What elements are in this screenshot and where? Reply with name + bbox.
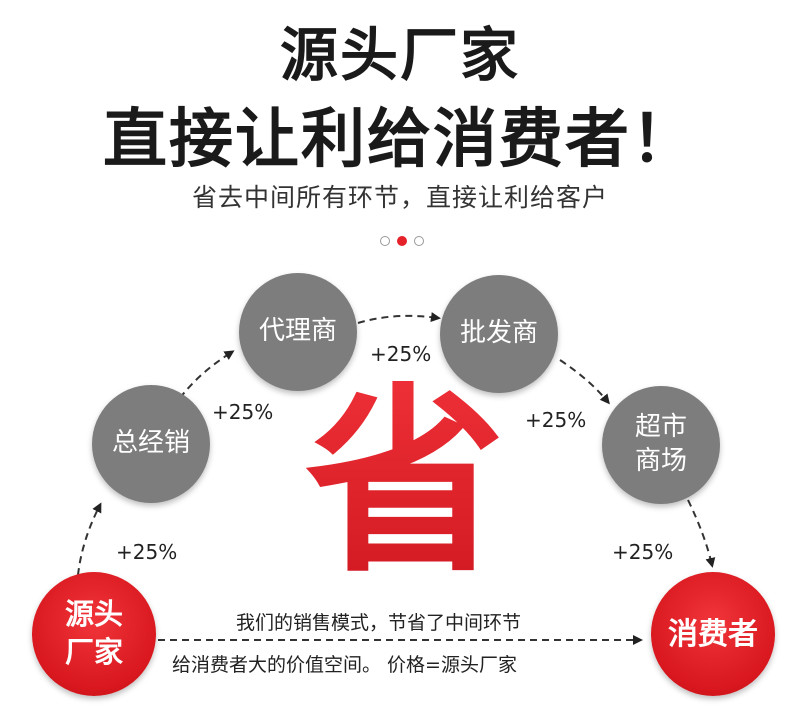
arrow-source-to-distributor (77, 502, 102, 576)
arrow-agent-to-wholesaler (357, 312, 441, 324)
node-agent: 代理商 (239, 273, 357, 391)
node-distributor: 总经销 (92, 385, 210, 503)
node-supermarket: 超市 商场 (602, 386, 720, 504)
markup-label-2: +25% (212, 400, 274, 424)
node-consumer: 消费者 (651, 572, 775, 696)
markup-label-1: +25% (116, 540, 178, 564)
pager-dot-2[interactable] (397, 236, 407, 246)
node-label: 批发商 (459, 318, 538, 349)
node-label: 超市 商场 (634, 412, 687, 476)
arrow-distributor-to-agent (179, 350, 235, 399)
note-line-2: 给消费者大的价值空间。 价格=源头厂家 (172, 654, 517, 676)
page-headline: 直接让利给消费者！ (103, 103, 697, 177)
node-label: 消费者 (668, 616, 758, 652)
node-label: 总经销 (111, 428, 190, 459)
pager-dot-1[interactable] (380, 236, 390, 246)
save-character-graphic: 省 (305, 367, 505, 600)
arrow-wholesaler-to-supermarket (559, 359, 610, 405)
markup-label-5: +25% (612, 540, 674, 564)
carousel-pager (380, 236, 430, 248)
markup-label-4: +25% (525, 408, 587, 432)
node-source-factory: 源头 厂家 (32, 572, 156, 696)
markup-label-3: +25% (370, 342, 432, 366)
page-subtitle: 省去中间所有环节，直接让利给客户 (191, 183, 608, 212)
center-char: 省 (305, 367, 505, 600)
node-label: 代理商 (258, 316, 337, 347)
page-title: 源头厂家 (279, 21, 520, 89)
note-line-1: 我们的销售模式，节省了中间环节 (236, 612, 522, 634)
arrow-supermarket-to-consumer (687, 499, 716, 568)
pager-dot-3[interactable] (414, 236, 424, 246)
node-label: 源头 厂家 (64, 597, 123, 669)
node-wholesaler: 批发商 (440, 275, 558, 393)
